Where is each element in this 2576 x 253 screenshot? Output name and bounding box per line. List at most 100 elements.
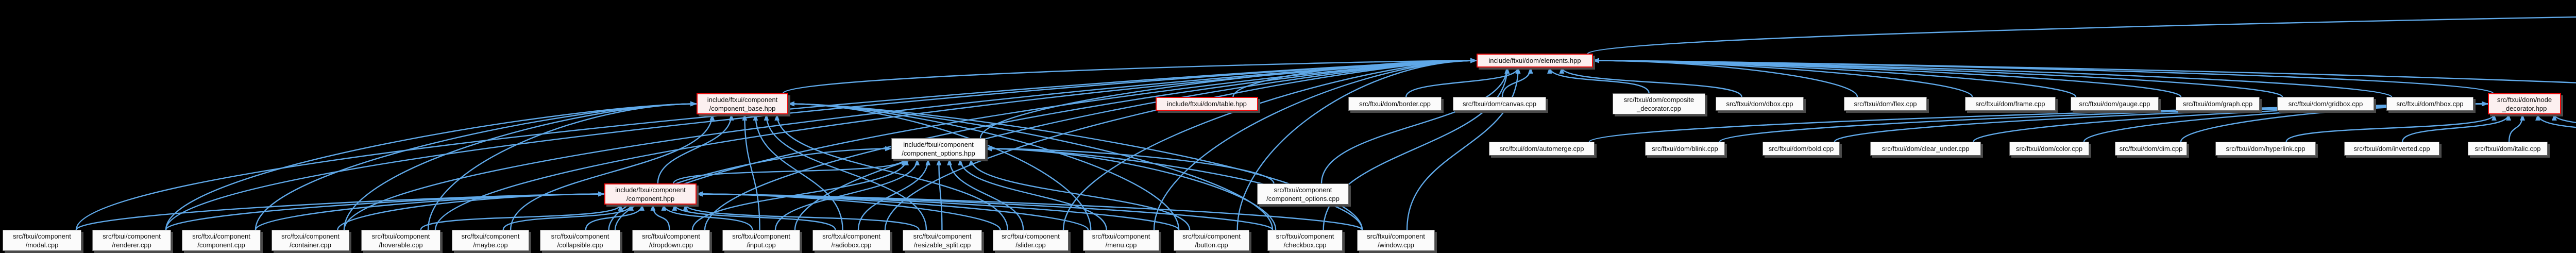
graph-node-label-line: src/ftxui/component: [1276, 232, 1334, 240]
include-edge-radiobox_cpp-to-component_options_hpp: [857, 158, 931, 230]
graph-node-label-line: src/ftxui/component: [732, 232, 790, 240]
graph-node-label-line: src/ftxui/component: [461, 232, 520, 240]
graph-node-component_options_cpp[interactable]: src/ftxui/component/component_options.cp…: [1257, 183, 1349, 205]
graph-node-input_cpp[interactable]: src/ftxui/component/input.cpp: [722, 230, 800, 251]
include-edge-component_options_cpp-to-component_options_hpp: [985, 146, 1275, 184]
include-edge-component_hpp-to-component_options_hpp: [673, 158, 907, 184]
graph-node-graph_cpp[interactable]: src/ftxui/dom/graph.cpp: [2176, 97, 2260, 111]
graph-node-label-line: _decorator.hpp: [2502, 104, 2547, 112]
graph-node-component_cpp[interactable]: src/ftxui/component/component.cpp: [182, 230, 261, 251]
graph-node-maybe_cpp[interactable]: src/ftxui/component/maybe.cpp: [452, 230, 529, 251]
include-edge-resizable_split_cpp-to-component_base_hpp: [764, 113, 927, 230]
graph-node-italic_cpp[interactable]: src/ftxui/dom/italic.cpp: [2468, 142, 2548, 156]
graph-node-composite_decorator_cpp[interactable]: src/ftxui/dom/composite_decorator.cpp: [1613, 93, 1705, 114]
graph-node-checkbox_cpp[interactable]: src/ftxui/component/checkbox.cpp: [1267, 230, 1343, 251]
graph-node-label-line: /window.cpp: [1378, 241, 1414, 249]
include-edge-renderer_cpp-to-component_base_hpp: [165, 101, 698, 230]
graph-node-border_cpp[interactable]: src/ftxui/dom/border.cpp: [1348, 97, 1442, 111]
graph-node-component_hpp[interactable]: include/ftxui/component/component.hpp: [604, 183, 697, 205]
graph-node-inverted_cpp[interactable]: src/ftxui/dom/inverted.cpp: [2344, 142, 2439, 156]
graph-node-bold_cpp[interactable]: src/ftxui/dom/bold.cpp: [1762, 142, 1840, 156]
graph-node-label-line: src/ftxui/dom/dim.cpp: [2119, 145, 2183, 153]
include-edge-border_cpp-to-elements_hpp: [1405, 66, 1521, 97]
include-edge-hyperlink_cpp-to-node_decorator_hpp: [2285, 113, 2497, 142]
include-edge-collapsible_cpp-to-component_options_hpp: [608, 146, 892, 230]
graph-node-label-line: src/ftxui/dom/flex.cpp: [1854, 100, 1917, 108]
include-edge-modal_cpp-to-component_hpp: [75, 191, 605, 230]
include-edge-input_cpp-to-component_hpp: [661, 204, 753, 230]
graph-node-label-line: src/ftxui/component: [1367, 232, 1425, 240]
include-edge-checkbox_cpp-to-component_hpp: [696, 191, 1274, 230]
graph-node-label-line: src/ftxui/component: [371, 232, 430, 240]
graph-node-label-line: /radiobox.cpp: [831, 241, 872, 249]
graph-node-flex_cpp[interactable]: src/ftxui/dom/flex.cpp: [1844, 97, 1927, 111]
graph-node-label-line: include/ftxui/component: [903, 140, 974, 148]
include-edge-inverted_cpp-to-node_decorator_hpp: [2401, 113, 2511, 142]
graph-node-component_options_hpp[interactable]: include/ftxui/component/component_option…: [891, 138, 986, 159]
graph-node-label-line: src/ftxui/dom/frame.cpp: [1975, 100, 2045, 108]
graph-node-collapsible_cpp[interactable]: src/ftxui/component/collapsible.cpp: [540, 230, 620, 251]
include-edge-button_cpp-to-elements_hpp: [1236, 58, 1478, 230]
graph-node-renderer_cpp[interactable]: src/ftxui/component/renderer.cpp: [92, 230, 171, 251]
graph-node-label-line: /input.cpp: [747, 241, 776, 249]
graph-node-hyperlink_cpp[interactable]: src/ftxui/dom/hyperlink.cpp: [2215, 142, 2316, 156]
graph-node-dbox_cpp[interactable]: src/ftxui/dom/dbox.cpp: [1716, 97, 1804, 111]
graph-node-label-line: src/ftxui/component: [913, 232, 972, 240]
graph-node-label-line: src/ftxui/dom/bold.cpp: [1768, 145, 1834, 153]
graph-node-clear_under_cpp[interactable]: src/ftxui/dom/clear_under.cpp: [1870, 142, 1981, 156]
graph-node-menu_cpp[interactable]: src/ftxui/component/menu.cpp: [1083, 230, 1159, 251]
graph-node-slider_cpp[interactable]: src/ftxui/component/slider.cpp: [993, 230, 1069, 251]
graph-node-label-line: src/ftxui/dom/hyperlink.cpp: [2226, 145, 2306, 153]
graph-node-label-line: src/ftxui/component: [1182, 232, 1241, 240]
graph-node-frame_cpp[interactable]: src/ftxui/dom/frame.cpp: [1965, 97, 2056, 111]
graph-node-label-line: src/ftxui/component: [103, 232, 161, 240]
include-edge-hoverable_cpp-to-component_hpp: [420, 204, 623, 230]
graph-node-window_cpp[interactable]: src/ftxui/component/window.cpp: [1357, 230, 1435, 251]
include-edge-resizable_split_cpp-to-component_options_hpp: [936, 158, 943, 230]
graph-node-label-line: _decorator.cpp: [1636, 104, 1681, 112]
graph-node-container_cpp[interactable]: src/ftxui/component/container.cpp: [272, 230, 349, 251]
graph-node-color_cpp[interactable]: src/ftxui/dom/color.cpp: [2009, 142, 2089, 156]
graph-node-canvas_cpp[interactable]: src/ftxui/dom/canvas.cpp: [1453, 97, 1546, 111]
include-edge-input_cpp-to-component_options_hpp: [774, 158, 920, 230]
graph-node-table_hpp[interactable]: include/ftxui/dom/table.hpp: [1156, 97, 1258, 111]
include-edge-menu_cpp-to-elements_hpp: [1153, 58, 1478, 230]
graph-node-label-line: src/ftxui/dom/inverted.cpp: [2353, 145, 2430, 153]
graph-node-label-line: src/ftxui/component: [1092, 232, 1150, 240]
graph-node-gauge_cpp[interactable]: src/ftxui/dom/gauge.cpp: [2071, 97, 2159, 111]
include-edge-checkbox_cpp-to-component_base_hpp: [787, 101, 1274, 230]
graph-node-automerge_cpp[interactable]: src/ftxui/dom/automerge.cpp: [1489, 142, 1595, 156]
graph-node-label-line: src/ftxui/dom/color.cpp: [2015, 145, 2083, 153]
graph-node-label-line: include/ftxui/dom/table.hpp: [1167, 100, 1247, 108]
include-edge-strikethrough_cpp-to-node_decorator_hpp: [2535, 113, 2576, 128]
include-edge-menu_cpp-to-component_options_hpp: [958, 158, 1107, 230]
graph-node-radiobox_cpp[interactable]: src/ftxui/component/radiobox.cpp: [812, 230, 890, 251]
graph-node-dim_cpp[interactable]: src/ftxui/dom/dim.cpp: [2115, 142, 2187, 156]
graph-node-hbox_cpp[interactable]: src/ftxui/dom/hbox.cpp: [2386, 97, 2473, 111]
graph-node-blink_cpp[interactable]: src/ftxui/dom/blink.cpp: [1645, 142, 1725, 156]
include-edge-elements_hpp-to-flexbox_config_hpp: [1587, 16, 2576, 55]
include-edge-radiobox_cpp-to-elements_hpp: [884, 58, 1478, 230]
include-edge-maybe_cpp-to-component_hpp: [502, 204, 634, 230]
graph-node-gridbox_cpp[interactable]: src/ftxui/dom/gridbox.cpp: [2277, 97, 2374, 111]
graph-node-label-line: /maybe.cpp: [473, 241, 508, 249]
graph-node-label-line: src/ftxui/dom/clear_under.cpp: [1882, 145, 1970, 153]
graph-node-label-line: src/ftxui/dom/canvas.cpp: [1462, 100, 1537, 108]
graph-node-component_base_hpp[interactable]: include/ftxui/component/component_base.h…: [697, 93, 788, 114]
include-edge-component_base_hpp-to-elements_hpp: [782, 58, 1478, 94]
graph-node-label-line: /collapsible.cpp: [557, 241, 603, 249]
graph-node-node_decorator_hpp[interactable]: src/ftxui/dom/node_decorator.hpp: [2488, 93, 2561, 114]
graph-node-modal_cpp[interactable]: src/ftxui/component/modal.cpp: [3, 230, 81, 251]
graph-node-label-line: /container.cpp: [290, 241, 331, 249]
graph-node-dropdown_cpp[interactable]: src/ftxui/component/dropdown.cpp: [632, 230, 710, 251]
graph-node-elements_hpp[interactable]: include/ftxui/dom/elements.hpp: [1477, 54, 1593, 68]
graph-node-label-line: /component_base.hpp: [709, 104, 776, 112]
include-edge-slider_cpp-to-component_options_hpp: [947, 158, 1024, 230]
include-edge-window_cpp-to-component_base_hpp: [787, 101, 1363, 230]
graph-node-label-line: src/ftxui/component: [281, 232, 340, 240]
graph-node-button_cpp[interactable]: src/ftxui/component/button.cpp: [1174, 230, 1249, 251]
graph-node-label-line: /component.cpp: [197, 241, 245, 249]
graph-node-resizable_split_cpp[interactable]: src/ftxui/component/resizable_split.cpp: [903, 230, 982, 251]
graph-node-hoverable_cpp[interactable]: src/ftxui/component/hoverable.cpp: [361, 230, 440, 251]
